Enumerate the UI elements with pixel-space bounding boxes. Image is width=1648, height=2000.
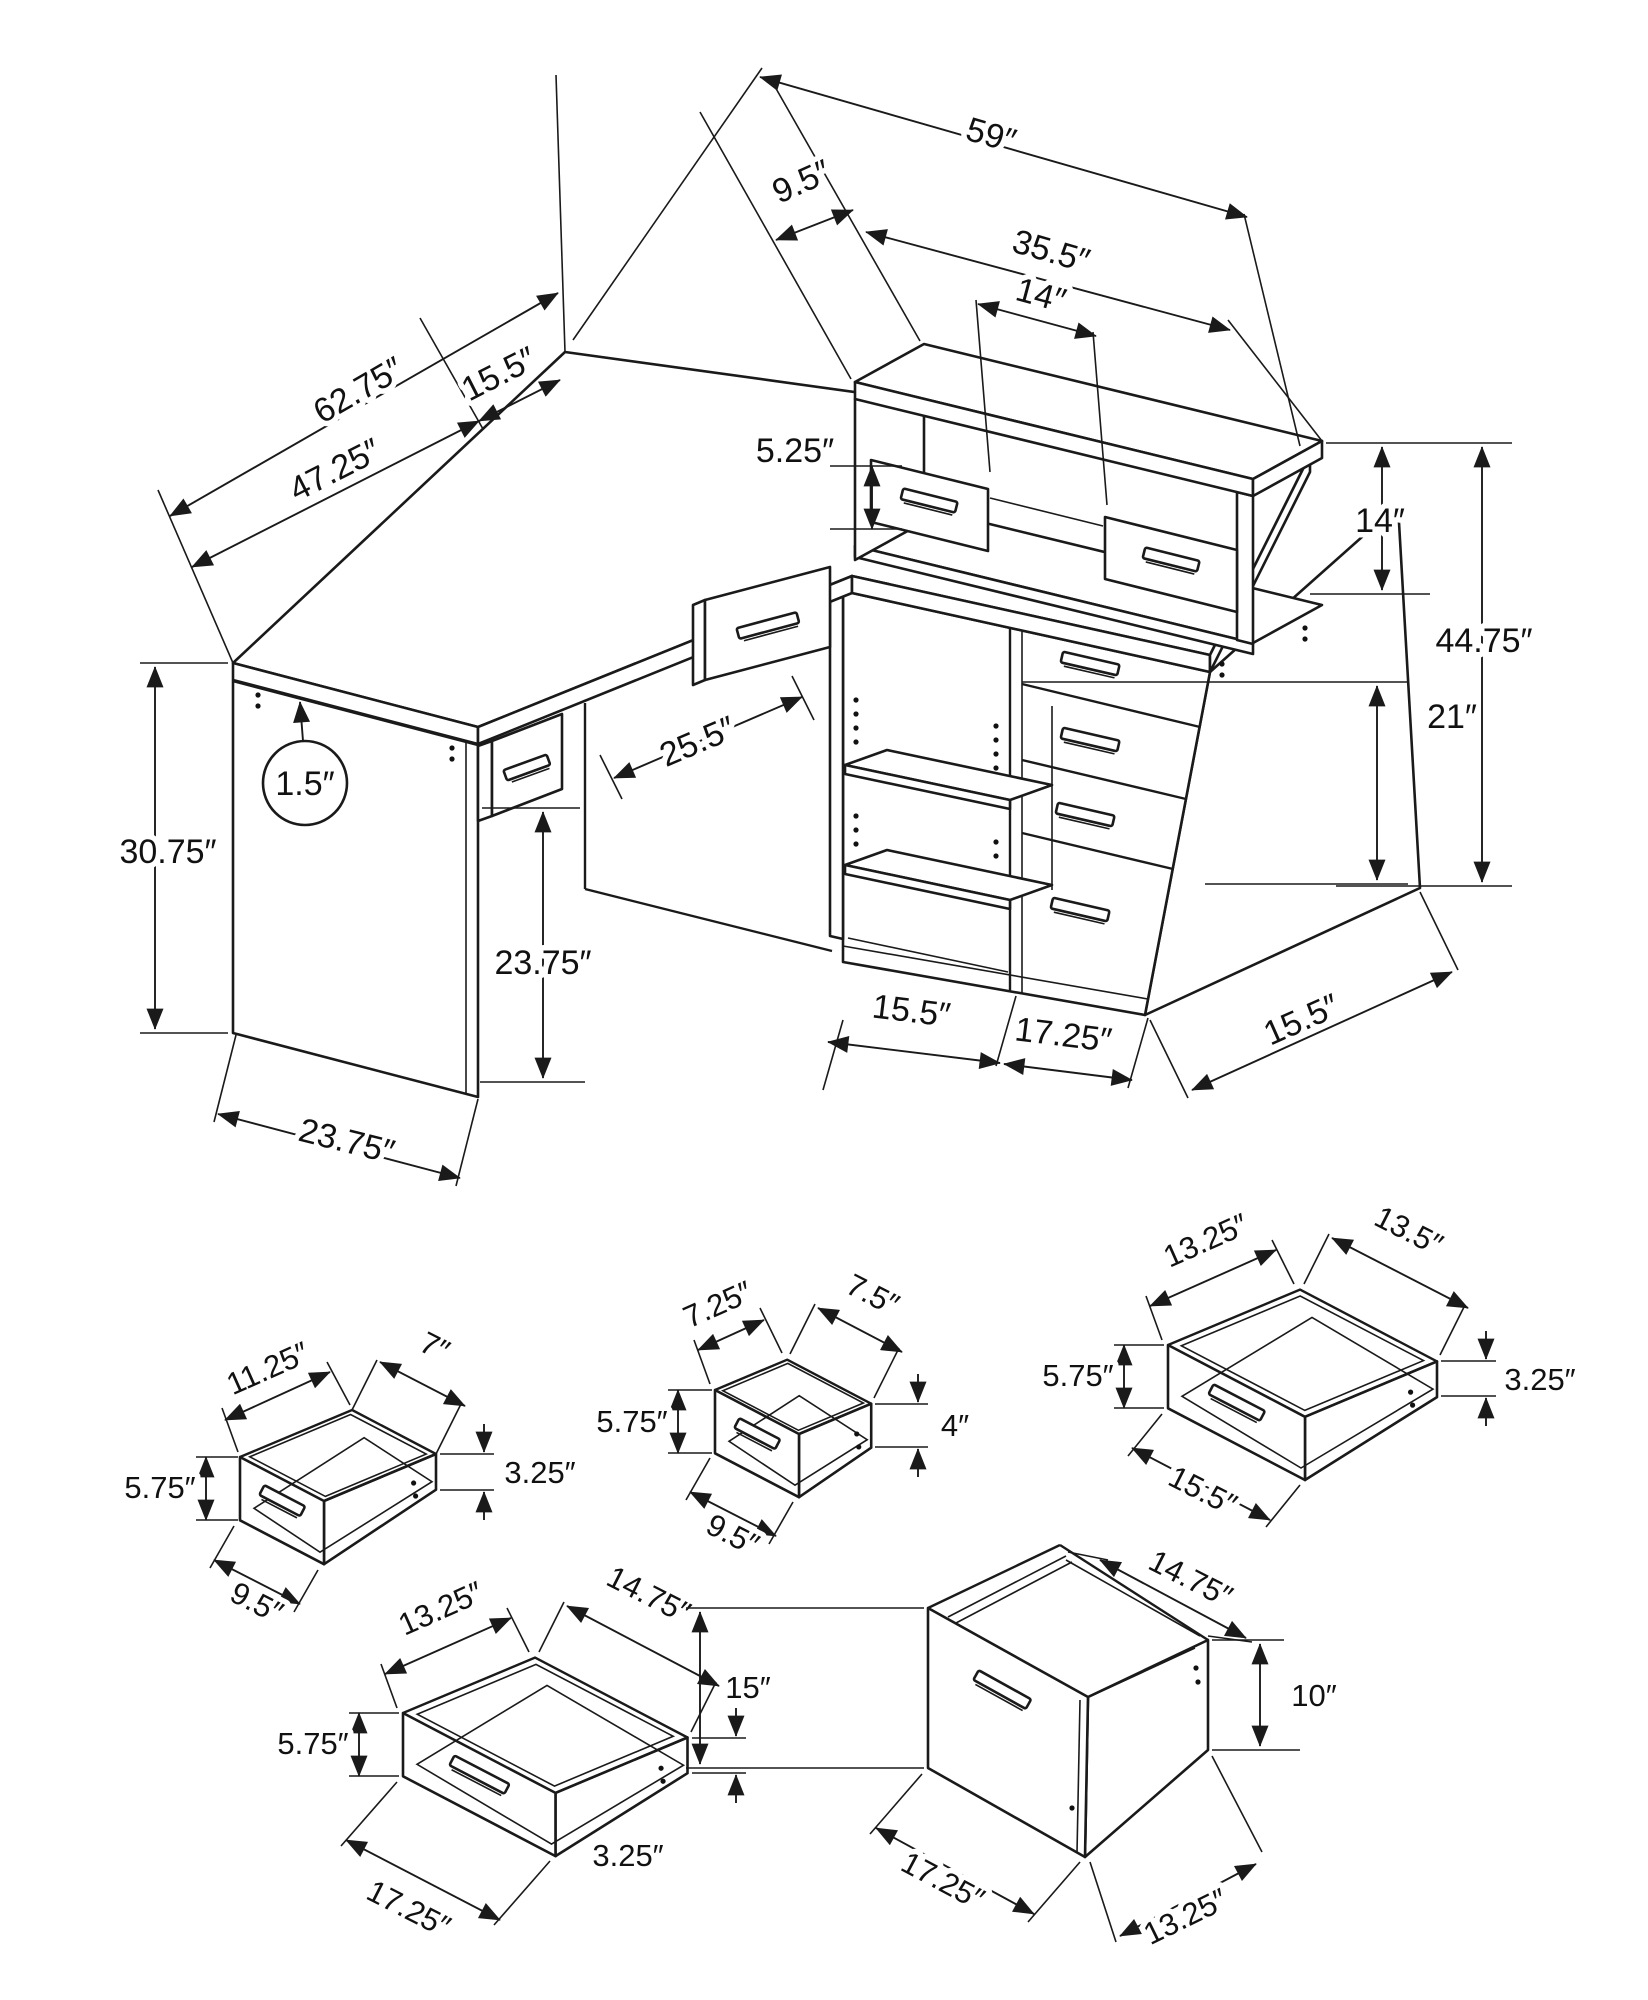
drawer-details: 11.25″ 7″ 5.75″ 3.25″ 9.5″ 7.25″ — [119, 1193, 1581, 1957]
dim-desk-height-30-75: 30.75″ — [114, 662, 228, 1034]
d3-width-label: 13.5″ — [1369, 1199, 1448, 1263]
d4-frontwidth-label: 17.25″ — [361, 1873, 456, 1944]
dim-drawer-bay-17-25: 17.25″ — [1003, 1005, 1149, 1089]
dim-label-30-75: 30.75″ — [119, 833, 216, 871]
left-end-panel — [231, 679, 480, 1099]
dim-label-5-25: 5.25″ — [756, 432, 834, 470]
dim-label-44-75: 44.75″ — [1435, 622, 1532, 660]
drawer-handle — [1054, 801, 1116, 830]
drawer-detail-5-box — [926, 1543, 1210, 1859]
dim-label-23-75-knee: 23.75″ — [494, 944, 591, 982]
d1-width-label: 7″ — [414, 1325, 455, 1369]
dim-label-21: 21″ — [1427, 698, 1477, 736]
d1-back-label: 3.25″ — [504, 1455, 575, 1490]
drawer-handle — [258, 1484, 306, 1519]
dim-overall-width-59: 59″ — [759, 74, 1248, 220]
dim-label-14-cubby: 14″ — [1012, 271, 1070, 321]
corner-pedestal-edge — [828, 550, 845, 941]
dimensions-details: 11.25″ 7″ 5.75″ 3.25″ 9.5″ 7.25″ — [119, 1193, 1581, 1957]
d3-frontwidth-label: 15.5″ — [1163, 1459, 1242, 1523]
d4-front-label: 5.75″ — [277, 1726, 348, 1761]
hutch-drawer-right — [1103, 515, 1239, 614]
dim-total-height-44-75: 44.75″ — [1336, 446, 1538, 887]
d1-depth-label: 11.25″ — [221, 1335, 314, 1402]
d5-frontwidth-label: 17.25″ — [896, 1844, 991, 1916]
dim-knee-clearance-23-75: 23.75″ — [480, 807, 597, 1083]
drawer-handle — [1049, 896, 1111, 925]
d2-width-label: 7.5″ — [841, 1267, 905, 1323]
d3-front-label: 5.75″ — [1042, 1358, 1113, 1393]
d5-backheight-label: 10″ — [1291, 1678, 1336, 1713]
dim-label-15-5-side: 15.5″ — [1258, 987, 1345, 1054]
d3-back-label: 3.25″ — [1504, 1362, 1575, 1397]
knee-space — [583, 703, 833, 953]
drawer-handle — [735, 611, 801, 642]
drawer-detail-3-box — [1166, 1288, 1439, 1482]
dim-label-1-5: 1.5″ — [275, 765, 334, 803]
hanging-drawer-left — [476, 712, 564, 823]
right-cabinet — [841, 589, 1308, 1017]
drawer-handle — [1059, 726, 1121, 755]
drawer-detail-2-box — [713, 1358, 873, 1499]
drawer-handle — [502, 753, 552, 783]
adjustable-shelf — [843, 748, 1054, 811]
dim-label-9-5: 9.5″ — [767, 153, 837, 212]
d2-frontwidth-label: 9.5″ — [701, 1507, 765, 1563]
dim-label-23-75-panel: 23.75″ — [295, 1111, 398, 1171]
dim-cubby-width-14: 14″ — [977, 265, 1097, 339]
d5-top-label: 14.75″ — [1143, 1543, 1238, 1614]
dim-label-17-25: 17.25″ — [1013, 1010, 1114, 1060]
cabinet-side-pin-holes — [1219, 625, 1308, 678]
adjustable-shelf — [843, 848, 1054, 911]
d5-depth-label: 13.25″ — [1138, 1881, 1233, 1951]
d4-back-label: 3.25″ — [592, 1838, 663, 1873]
d2-back-label: 4″ — [941, 1408, 969, 1443]
dim-shelf-bay-15-5: 15.5″ — [822, 982, 1017, 1091]
drawer-handle — [1141, 546, 1201, 575]
drawer-handle — [1207, 1383, 1266, 1424]
dim-hutch-drawer-height-5-25: 5.25″ — [750, 427, 902, 530]
d3-depth-label: 13.25″ — [1158, 1206, 1253, 1274]
drawer-handle — [972, 1669, 1032, 1712]
dim-hutch-height-14: 14″ — [1310, 442, 1512, 595]
drawer-handle — [733, 1417, 781, 1452]
dim-knee-width-25-5: 25.5″ — [599, 675, 815, 800]
d1-frontwidth-label: 9.5″ — [225, 1575, 289, 1631]
d5-frontheight-label: 15″ — [725, 1670, 770, 1705]
dim-label-14-height: 14″ — [1355, 502, 1405, 540]
drawer-handle — [899, 487, 959, 516]
d4-width-label: 14.75″ — [601, 1559, 696, 1630]
dim-label-15-5-bay: 15.5″ — [870, 987, 952, 1034]
dim-hutch-depth-9-5: 9.5″ — [761, 147, 854, 241]
drawer-handle — [448, 1754, 511, 1797]
d2-depth-label: 7.25″ — [678, 1274, 757, 1335]
d4-depth-label: 13.25″ — [393, 1574, 488, 1642]
main-desk-drawing: 59″ 9.5″ 35.5″ 14″ 5.25″ — [114, 67, 1538, 1187]
drawer-handle — [1059, 650, 1121, 679]
hanging-drawer-corner — [691, 565, 832, 687]
d1-front-label: 5.75″ — [124, 1470, 195, 1505]
dim-drawer-column-height-21: 21″ — [1022, 681, 1477, 885]
dim-label-59: 59″ — [962, 110, 1020, 160]
dim-label-62-75: 62.75″ — [307, 350, 410, 431]
drawer-detail-1-box — [238, 1408, 438, 1566]
shelf-pin-holes — [853, 697, 999, 859]
dim-top-thickness-1-5: 1.5″ — [261, 701, 349, 827]
dim-label-25-5: 25.5″ — [654, 709, 741, 775]
d2-front-label: 5.75″ — [596, 1404, 667, 1439]
drawer-detail-4-box — [401, 1656, 689, 1858]
hutch — [853, 342, 1324, 656]
